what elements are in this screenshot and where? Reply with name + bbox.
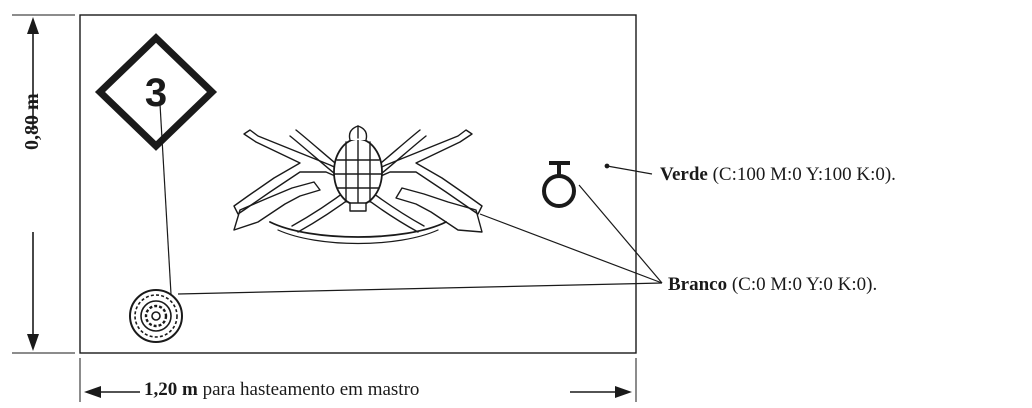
width-dimension [79,358,637,402]
branco-code: (C:0 M:0 Y:0 K:0). [731,274,878,295]
height-label: 0,80 m [21,93,43,150]
diamond-badge: 3 [94,33,218,151]
verde-code: (C:100 M:0 Y:100 K:0). [712,164,896,185]
badge-number: 3 [145,71,167,115]
branco-name: Branco [668,274,728,295]
flag-outline [79,14,637,354]
wheel-emblem [129,289,183,343]
crossed-rifles-grenade-emblem [233,125,483,245]
verde-name: Verde [660,164,708,185]
height-dimension [12,14,75,354]
width-note: para hasteamento em mastro [202,379,420,400]
legend-verde: Verde (C:100 M:0 Y:100 K:0). [660,165,896,184]
leader-lines [159,103,663,295]
ring-emblem [542,161,576,208]
width-value: 1,20 m [144,379,198,400]
width-label: 1,20 m para hasteamento em mastro [141,379,423,401]
legend-branco: Branco (C:0 M:0 Y:0 K:0). [668,275,877,294]
